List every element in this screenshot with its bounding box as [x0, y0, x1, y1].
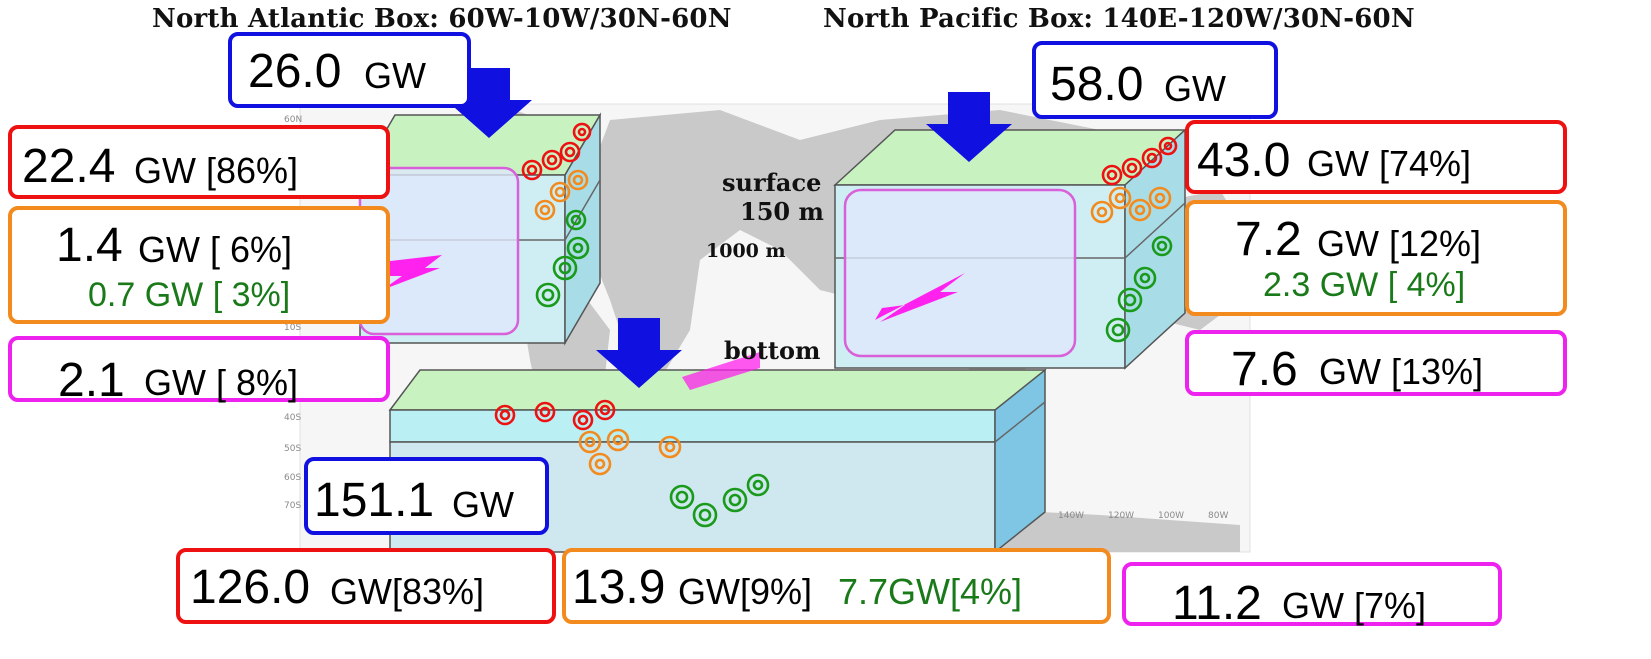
svg-text:70S: 70S — [284, 501, 301, 511]
southern-surface-eddy-value: 126.0 — [190, 561, 311, 614]
north-atlantic-ocean-box — [358, 112, 602, 346]
southern-surface-eddy-unit: GW[83%] — [330, 571, 485, 612]
pacific-upper-eddy-unit: GW [12%] — [1317, 223, 1482, 264]
atlantic-bottom-value: 2.1 — [58, 354, 125, 407]
pacific-box-title: North Pacific Box: 140E-120W/30N-60N — [823, 4, 1415, 34]
pacific-surface-eddy-box: 43.0 GW [74%] — [1185, 120, 1567, 194]
svg-text:10S: 10S — [284, 323, 301, 333]
atlantic-surface-eddy-value: 22.4 — [22, 140, 116, 193]
pacific-surface-eddy-unit: GW [74%] — [1307, 143, 1472, 184]
southern-upper-eddy-value: 13.9 — [572, 561, 666, 614]
southern-surface-eddy-box: 126.0 GW[83%] — [176, 548, 556, 624]
atlantic-upper-eddy-box: 1.4 GW [ 6%] 0.7 GW [ 3%] — [8, 206, 390, 324]
southern-upper-eddy-unit: GW[9%] — [678, 571, 813, 612]
atlantic-bottom-unit: GW [ 8%] — [144, 362, 299, 403]
pacific-bottom-box: 7.6 GW [13%] — [1185, 330, 1567, 396]
depth-label-1000m: 1000 m — [706, 240, 786, 262]
north-pacific-ocean-box — [833, 128, 1187, 370]
pacific-bottom-unit: GW [13%] — [1319, 351, 1484, 392]
atlantic-input-unit: GW — [364, 55, 426, 96]
svg-text:100W: 100W — [1158, 511, 1184, 521]
svg-text:120W: 120W — [1108, 511, 1134, 521]
southern-bottom-box: 11.2 GW [7%] — [1122, 562, 1502, 630]
depth-label-bottom: bottom — [724, 336, 821, 365]
svg-text:140W: 140W — [1058, 511, 1084, 521]
depth-label-surface: surface — [722, 168, 822, 197]
deep-eddy-icons — [535, 209, 1173, 528]
southern-bottom-value: 11.2 — [1172, 577, 1262, 630]
svg-text:80W: 80W — [1208, 511, 1228, 521]
svg-text:50S: 50S — [284, 444, 301, 454]
atlantic-surface-eddy-box: 22.4 GW [86%] — [8, 125, 390, 199]
atlantic-surface-eddy-unit: GW [86%] — [134, 150, 299, 191]
southern-bottom-unit: GW [7%] — [1282, 585, 1427, 626]
pacific-input-value: 58.0 — [1050, 58, 1144, 111]
atlantic-upper-eddy-unit: GW [ 6%] — [138, 229, 293, 270]
pacific-input-unit: GW — [1164, 68, 1226, 109]
svg-text:60S: 60S — [284, 473, 301, 483]
atlantic-input-box: 26.0 GW — [228, 32, 471, 108]
southern-upper-eddy-box: 13.9 GW[9%] 7.7GW[4%] — [562, 548, 1111, 624]
atlantic-input-value: 26.0 — [248, 45, 342, 98]
wind-input-arrow-pacific — [926, 92, 1012, 162]
bottom-flux-arrow-icon — [382, 255, 965, 390]
wind-input-arrow-southern — [596, 318, 682, 388]
atlantic-upper-eddy-value: 1.4 — [56, 219, 123, 272]
atlantic-box-title: North Atlantic Box: 60W-10W/30N-60N — [152, 4, 732, 34]
surface-eddy-icons — [494, 122, 1178, 431]
pacific-upper-eddy-value: 7.2 — [1235, 213, 1302, 266]
southern-deep-eddy-value: 7.7GW[4%] — [838, 571, 1023, 612]
wind-input-arrow-atlantic — [446, 68, 532, 138]
southern-input-box: 151.1 GW — [304, 457, 549, 535]
pacific-surface-eddy-value: 43.0 — [1197, 134, 1291, 187]
pacific-bottom-value: 7.6 — [1231, 343, 1298, 396]
southern-input-unit: GW — [452, 484, 514, 525]
svg-text:60N: 60N — [284, 115, 302, 125]
pacific-deep-eddy-value: 2.3 GW [ 4%] — [1263, 266, 1466, 304]
pacific-upper-eddy-box: 7.2 GW [12%] 2.3 GW [ 4%] — [1185, 200, 1567, 316]
pacific-input-box: 58.0 GW — [1032, 41, 1278, 119]
eddy-icons — [494, 122, 1178, 528]
depth-label-150m: 150 m — [740, 197, 824, 226]
atlantic-deep-eddy-value: 0.7 GW [ 3%] — [88, 276, 291, 314]
upper-eddy-icons — [534, 169, 1172, 476]
atlantic-bottom-box: 2.1 GW [ 8%] — [8, 336, 390, 407]
southern-input-value: 151.1 — [314, 474, 435, 527]
svg-text:40S: 40S — [284, 413, 301, 423]
